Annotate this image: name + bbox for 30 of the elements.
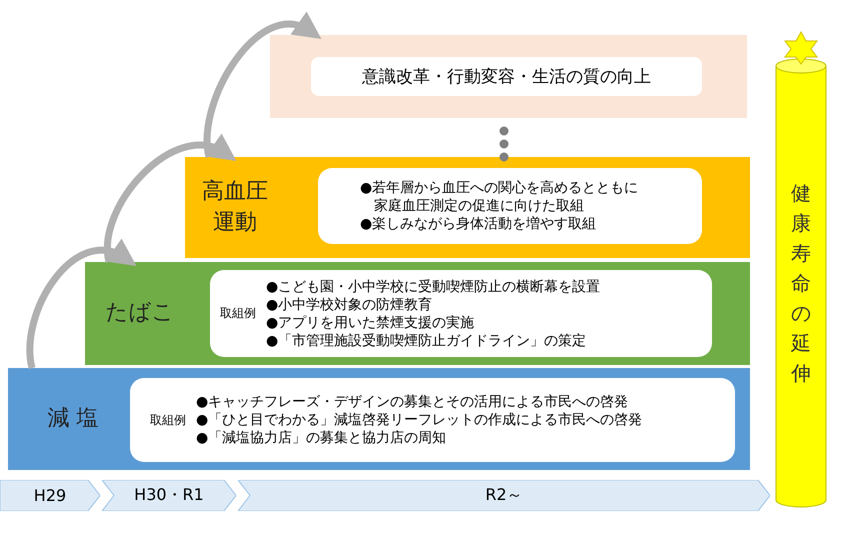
stage-band <box>185 157 750 258</box>
curved-arrow <box>204 12 323 158</box>
goal-text: 健康寿命の延伸 <box>790 180 812 387</box>
bullet-item: ●楽しみながら身体活動を増やす取組 <box>360 215 598 233</box>
goal-text: 意識改革・行動変容・生活の質の向上 <box>362 66 651 88</box>
bullet-item: ●「ひと目でわかる」減塩啓発リーフレットの作成による市民への啓発 <box>196 411 642 429</box>
bullet-item: ●こども園・小中学校に受動喫煙防止の横断幕を設置 <box>266 278 600 296</box>
period-label: R2～ <box>485 485 523 506</box>
stage-title: 高血圧運動 <box>201 178 269 236</box>
example-label: 取組例 <box>150 412 186 428</box>
bullet-item: ●「市管理施設受動喫煙防止ガイドライン」の策定 <box>266 332 588 350</box>
period-label: H30・R1 <box>134 485 204 506</box>
stage-band <box>8 368 750 470</box>
action-card <box>318 168 702 244</box>
bullet-item: ●小中学校対象の防煙教育 <box>266 296 434 314</box>
goal-card <box>311 57 702 96</box>
bullet-item: ●若年層から血圧への関心を高めるとともに家庭血圧測定の促進に向けた取組 <box>360 179 640 215</box>
stage-title: たばこ <box>104 299 176 328</box>
curved-arrow <box>26 239 138 368</box>
bullet-item: ●アプリを用いた禁煙支援の実施 <box>266 314 476 332</box>
action-card <box>210 270 712 357</box>
stage-band <box>270 35 747 118</box>
stage-title: 減 塩 <box>46 404 100 433</box>
action-card <box>130 378 735 462</box>
curved-arrow <box>104 134 238 262</box>
period-label: H29 <box>34 486 66 505</box>
bullet-item: ●「減塩協力店」の募集と協力店の周知 <box>196 429 448 447</box>
example-label: 取組例 <box>220 305 256 322</box>
stage-band <box>85 262 750 365</box>
bullet-item: ●キャッチフレーズ・デザインの募集とその活用による市民への啓発 <box>196 393 630 411</box>
